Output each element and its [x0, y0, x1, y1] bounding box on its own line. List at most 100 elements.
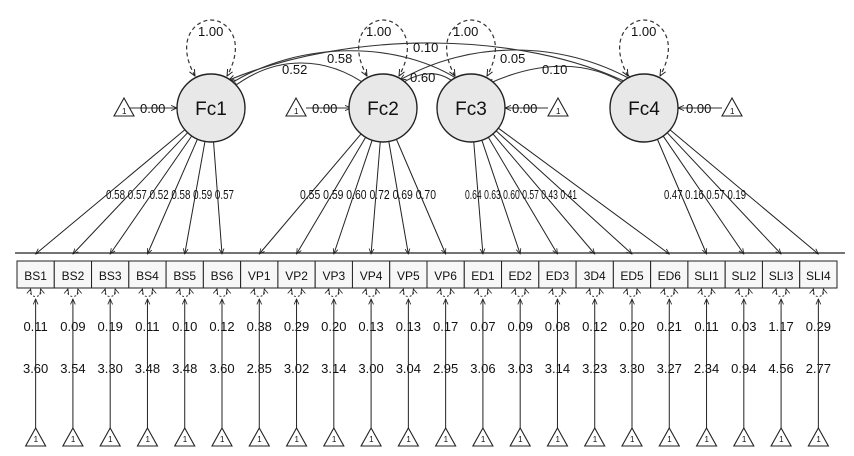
constant-triangle-vp1 [248, 426, 271, 447]
cov-label-4: 0.05 [500, 51, 525, 66]
constant-one-ed5: 1 [630, 435, 635, 444]
indicator-label-ed6: ED6 [658, 269, 682, 283]
constant-one-vp6: 1 [444, 435, 449, 444]
fc1-constant-one: 1 [122, 107, 127, 116]
indicator-box-bs5 [165, 260, 204, 289]
constant-one-vp5: 1 [406, 435, 411, 444]
fc2-variance-loop [358, 19, 408, 76]
constant-triangle-bs6 [211, 426, 233, 447]
factor-variance-loops [186, 19, 669, 76]
cov-fc2-fc4 [400, 49, 632, 80]
indicator-box-vp1 [240, 260, 279, 289]
constant-one-sli2: 1 [742, 435, 747, 444]
residual-loop-bs6 [217, 289, 228, 297]
constant-one-vp4: 1 [369, 435, 374, 444]
fc4-variance-loop [619, 19, 669, 76]
indicator-box-bs6 [202, 260, 242, 289]
indicator-label-bs3: BS3 [99, 269, 122, 283]
constant-triangle-bs5 [173, 426, 196, 447]
residual-loop-vp5 [403, 289, 414, 297]
indicator-label-vp2: VP2 [285, 269, 308, 283]
residual-loop-ed1 [478, 289, 489, 297]
cov-label-6: 0.10 [542, 62, 567, 77]
residual-loop-vp1 [254, 289, 265, 297]
cov-label-5: 0.52 [282, 62, 307, 77]
residual-loop-sli1 [701, 289, 712, 297]
fc2-loading-labels: 0.55 0.59 0.60 0.72 0.69 0.70 [300, 187, 436, 202]
loading-path-fc3-ed1 [473, 141, 483, 254]
residual-loop-ed5 [627, 289, 638, 297]
loading-path-fc1-bs4 [147, 138, 198, 254]
loading-path-fc3-3d4 [492, 133, 595, 254]
factor-constants [113, 96, 743, 117]
residual-loop-bs1 [30, 289, 41, 297]
constant-triangle-bs4 [136, 426, 159, 447]
indicator-label-vp3: VP3 [322, 269, 345, 283]
factor-fc2-label: Fc2 [367, 99, 399, 120]
constant-one-ed1: 1 [481, 435, 486, 444]
constant-triangle-vp4 [360, 426, 383, 447]
constant-triangle-sli1 [695, 426, 718, 447]
indicator-label-bs4: BS4 [136, 269, 159, 283]
indicator-label-bs2: BS2 [62, 269, 85, 283]
fc4-constant-one: 1 [730, 107, 735, 116]
constant-triangle-ed3 [546, 426, 569, 447]
loading-path-fc3-ed5 [495, 130, 632, 254]
fc3-intercept-label: 0.00 [512, 101, 537, 116]
indicator-label-ed1: ED1 [471, 269, 495, 283]
factor-labels: Fc1 Fc2 Fc3 Fc4 [195, 99, 660, 120]
indicator-label-bs6: BS6 [211, 269, 234, 283]
loading-path-fc2-vp3 [334, 140, 373, 254]
loading-path-fc4-sli2 [662, 135, 744, 254]
constant-one-bs2: 1 [71, 435, 76, 444]
indicator-label-vp6: VP6 [434, 269, 457, 283]
fc3-constant-triangle [547, 96, 569, 117]
constant-triangle-vp6 [434, 426, 457, 447]
constant-one-sli4: 1 [816, 435, 821, 444]
fc2-constant-triangle [285, 96, 307, 117]
residual-loop-vp4 [366, 289, 377, 297]
fc1-variance-loop [186, 19, 236, 76]
constant-triangle-sli3 [770, 426, 793, 447]
constant-triangle-ed2 [509, 426, 532, 447]
residual-loop-bs3 [105, 289, 116, 297]
indicator-box-ed5 [612, 260, 652, 289]
loading-path-fc4-sli1 [656, 139, 706, 254]
constant-triangle-3d4 [583, 426, 606, 447]
fc1-loading-labels: 0.58 0.57 0.52 0.58 0.59 0.57 [106, 187, 234, 202]
fc4-constant-triangle [721, 96, 743, 117]
indicator-box-sli1 [687, 260, 726, 289]
loading-path-fc2-vp5 [388, 141, 409, 254]
loading-path-fc1-bs5 [185, 141, 206, 254]
indicator-label-sli3: SLI3 [769, 269, 794, 283]
constant-one-bs5: 1 [183, 435, 188, 444]
constant-one-ed3: 1 [555, 435, 560, 444]
constant-triangle-bs3 [99, 426, 122, 447]
fc1-constant-triangle [113, 96, 135, 117]
constant-triangle-sli2 [732, 426, 755, 447]
indicator-label-vp5: VP5 [397, 269, 420, 283]
constant-triangle-bs2 [61, 426, 84, 447]
indicator-label-ed2: ED2 [509, 269, 533, 283]
fc4-intercept-label: 0.00 [686, 101, 711, 116]
residual-loop-bs4 [142, 289, 153, 297]
residual-loop-ed3 [552, 289, 563, 297]
indicator-label-sli2: SLI2 [731, 269, 756, 283]
loading-path-fc1-bs6 [213, 141, 222, 254]
loading-path-fc2-vp6 [395, 139, 445, 254]
loading-value-labels: 0.58 0.57 0.52 0.58 0.59 0.57 0.55 0.59 … [106, 187, 746, 202]
fc3-variance-loop [446, 19, 496, 76]
factor-fc3 [436, 73, 506, 143]
constant-triangle-bs1 [24, 426, 47, 447]
factor-circles [176, 73, 679, 143]
indicator-label-sli1: SLI1 [694, 269, 719, 283]
indicator-label-ed3: ED3 [546, 269, 570, 283]
residual-loop-ed6 [664, 289, 675, 297]
cov-label-2: 1.00 [453, 24, 478, 39]
fc1-variance-label: 1.00 [198, 24, 223, 39]
indicator-label-bs1: BS1 [24, 269, 47, 283]
loading-path-fc1-bs3 [110, 135, 193, 254]
indicator-box-bs3 [91, 260, 130, 289]
residual-loop-sli2 [738, 289, 749, 297]
